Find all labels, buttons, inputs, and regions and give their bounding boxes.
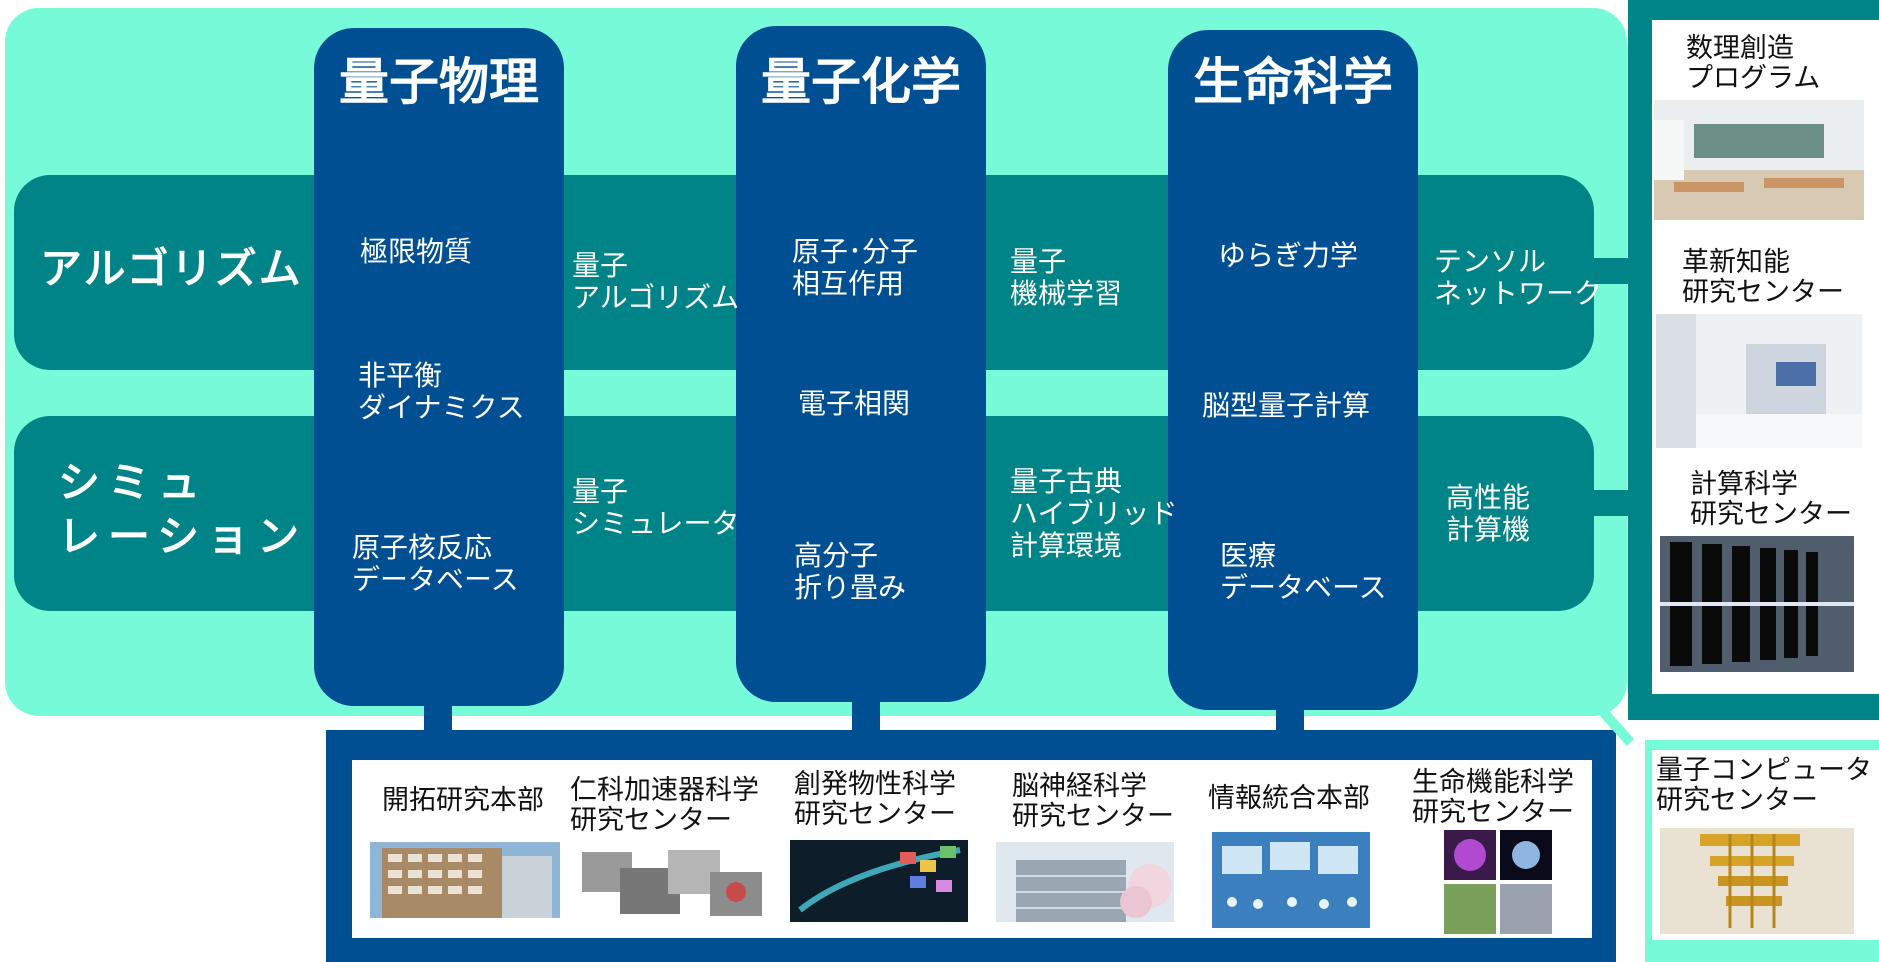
cell-electron-correlation: 電子相関 [798,387,911,420]
cell-fluctuation-mechanics: ゆらぎ力学 [1218,239,1359,272]
cell-brain-quantum-computing: 脳型量子計算 [1202,389,1371,422]
gap-high-performance-computer: 高性能 計算機 [1446,481,1531,546]
emergent-matter-photo [790,840,968,922]
life-science-title: 生命科学 [1193,53,1393,111]
simulation-right-connector [1594,490,1634,516]
center-ithems: 数理創造 プログラム [1686,33,1821,94]
pioneering-building-photo [370,842,560,918]
simulation-band-label: シミュ レーション [58,458,308,561]
gap-tensor-network: テンソル ネットワーク [1434,245,1603,310]
aip-entrance-photo [1656,314,1862,448]
quantum-chemistry-column: 量子化学 [736,26,986,702]
cell-medical-database: 医療 データベース [1220,539,1387,604]
cell-polymer-folding: 高分子 折り畳み [794,539,907,604]
gap-quantum-simulator: 量子 シミュレータ [572,475,740,540]
quantum-physics-title: 量子物理 [339,53,539,111]
center-pioneering-research: 開拓研究本部 [382,785,544,816]
cell-atom-molecule-interaction: 原子･分子 相互作用 [792,235,919,300]
center-brain-science: 脳神経科学 研究センター [1012,771,1174,832]
supercomputer-photo [1660,536,1854,672]
biosystems-collage-photo [1444,830,1552,934]
cell-nuclear-reaction-database: 原子核反応 データベース [352,531,519,596]
brain-science-building-photo [996,842,1174,922]
center-quantum-computing: 量子コンピュータ 研究センター [1656,755,1872,816]
ithems-room-photo [1654,100,1864,220]
accelerator-collage-photo [580,846,764,918]
algorithm-band-label: アルゴリズム [40,244,303,293]
quantum-computer-photo [1660,828,1854,934]
information-rd-photo [1212,832,1370,928]
center-emergent-matter: 創発物性科学 研究センター [794,769,956,830]
quantum-physics-column: 量子物理 [314,28,564,706]
center-nishina-accelerator: 仁科加速器科学 研究センター [570,775,759,836]
center-aip: 革新知能 研究センター [1682,247,1844,308]
center-r-ccs: 計算科学 研究センター [1690,469,1852,530]
center-biosystems-dynamics: 生命機能科学 研究センター [1412,767,1574,828]
gap-quantum-algorithm: 量子 アルゴリズム [572,249,740,314]
quantum-chemistry-title: 量子化学 [761,53,961,111]
cell-nonequilibrium-dynamics: 非平衡 ダイナミクス [358,359,525,424]
center-information-r-and-d: 情報統合本部 [1208,783,1370,814]
cell-extreme-matter: 極限物質 [360,235,473,268]
gap-quantum-classical-hybrid: 量子古典 ハイブリッド 計算環境 [1010,465,1178,562]
algorithm-right-connector [1594,258,1634,284]
life-science-column: 生命科学 [1168,30,1418,710]
gap-quantum-machine-learning: 量子 機械学習 [1010,245,1123,310]
